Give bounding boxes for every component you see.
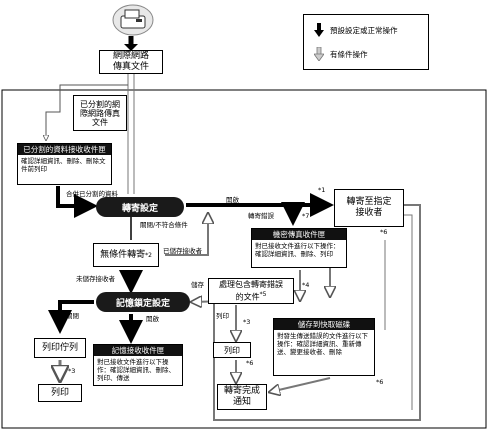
memory-inbox-body: 對已接收文件進行以下操作：確認詳細資訊、刪除、列印、傳送 [97,358,175,382]
forward-done-line1: 轉寄完成 [223,386,260,396]
storage-disk-title: 儲存到快取磁碟 [274,319,374,330]
mark-6b: *6 [380,228,388,236]
include-error-line2: 的文件 [235,292,260,302]
confidential-inbox: 機密傳真收件匣 對已接收文件進行以下操作：確認詳細資訊、刪除、列印 [251,228,347,268]
split-note-line3: 文件 [92,117,108,127]
conditional-forward-label: 無條件轉寄 [100,249,146,260]
unsaved-recipient-label: 未儲存接收者 [76,275,115,283]
merge-label: 合併已分割的資料 [66,190,118,198]
forward-done-box: 轉寄完成通知 [217,384,267,410]
save-label: 儲存 [191,281,204,289]
legend-hollow-label: 有條件操作 [330,49,368,59]
split-inbox-title: 已分割的資料接收收件匣 [18,144,111,155]
mark-4: *4 [302,281,310,289]
mark-1: *1 [318,186,326,194]
mark-6a: *6 [246,359,254,367]
forward-to-line2: 接收者 [355,208,383,218]
outer-frame [1,89,487,429]
storage-disk-inbox: 儲存到快取磁碟 對發生傳送錯誤的文件進行以下操作：確認詳細資訊、重新傳送、變更接… [273,318,375,376]
print-center-label: 列印 [224,345,240,355]
legend-solid-label: 預設設定或正常操作 [330,25,398,35]
legend-hollow-row: 有條件操作 [314,47,368,61]
source-line1: 網際網路 [112,51,149,61]
print-queue-label: 列印佇列 [41,342,78,353]
legend-solid-row: 預設設定或正常操作 [314,23,398,37]
print-box-center: 列印 [213,342,251,358]
include-error-box: 處理包含轉寄錯誤的文件*5 [208,278,294,304]
confidential-inbox-body: 對已接收文件進行以下操作：確認詳細資訊、刪除、列印 [255,242,340,258]
open-label-1: 開啟 [226,196,239,204]
confidential-inbox-title: 機密傳真收件匣 [252,229,346,240]
solid-arrow-icon [314,23,324,37]
conditional-forward-mark: *2 [145,251,152,259]
conditional-forward-box: 無條件轉寄 *2 [93,243,159,267]
memory-lock-label: 記憶鎖定設定 [115,298,170,309]
forward-to-line1: 轉寄至指定 [346,197,392,207]
mark-7: *7 [302,212,310,220]
print-box-left: 列印 [38,384,82,402]
forward-error-label: 轉寄錯誤 [248,212,274,220]
memory-inbox-title: 記憶接收收件匣 [94,345,182,356]
forward-to-box: 轉寄至指定接收者 [334,189,404,227]
split-inbox-body: 確認詳細資訊、刪除、刪除文件前列印 [21,157,106,173]
mark-3: *3 [68,367,76,375]
internet-fax-source: 網際網路傳真文件 [99,50,163,74]
split-note: 已分割的網際網路傳真文件 [73,95,127,131]
include-error-line1: 處理包含轉寄錯誤 [219,279,283,289]
print-label-small: 列印 [216,312,229,320]
hollow-arrow-icon [314,47,324,61]
forward-done-line2: 通知 [232,397,251,407]
source-line2: 傳真文件 [112,62,149,72]
forward-setting-label: 轉寄設定 [121,203,158,214]
open-label-2: 開啟 [146,315,159,323]
include-error-mark: *5 [259,290,267,298]
mark-3b: *3 [243,318,251,326]
split-data-inbox: 已分割的資料接收收件匣 確認詳細資訊、刪除、刪除文件前列印 [17,143,112,185]
legend: 預設設定或正常操作 有條件操作 [303,14,429,70]
split-note-line1: 已分割的網 [80,99,120,109]
print-queue-box: 列印佇列 [34,338,86,358]
print-left-label: 列印 [50,387,69,398]
close-label: 關閉/不符合條件 [140,221,188,229]
memory-inbox: 記憶接收收件匣 對已接收文件進行以下操作：確認詳細資訊、刪除、列印、傳送 [93,344,183,386]
close-label-2: 關閉 [66,312,79,320]
forward-setting-pill: 轉寄設定 [96,197,184,217]
saved-recipient-label: 已儲存接收者 [163,247,202,255]
mark-6c: *6 [376,378,384,386]
fax-machine-icon [112,4,154,36]
memory-lock-pill: 記憶鎖定設定 [96,292,190,312]
storage-disk-body: 對發生傳送錯誤的文件進行以下操作：確認詳細資訊、重新傳送、變更接收者、刪除 [277,332,368,356]
split-note-line2: 際網路傳真 [80,108,120,118]
